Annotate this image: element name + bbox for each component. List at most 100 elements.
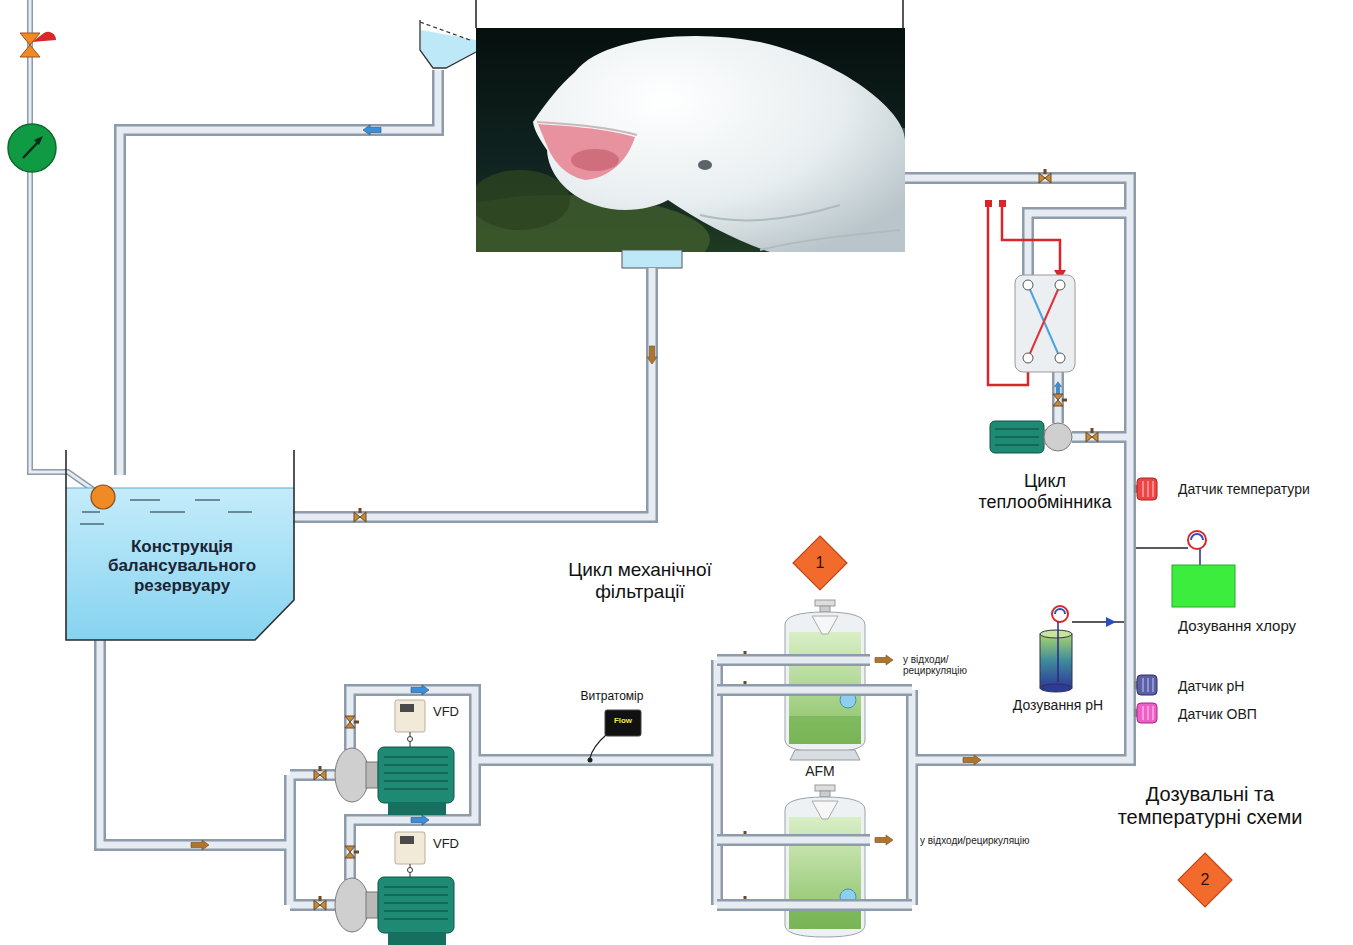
pool-photo <box>698 160 712 170</box>
pump-symbol <box>990 421 1044 453</box>
heat-exchanger-symbol <box>1028 285 1060 358</box>
afm-filter <box>815 600 835 606</box>
valve-symbol <box>314 169 1098 910</box>
valve-symbol <box>1086 428 1098 442</box>
filter-pipe-overlay <box>717 840 912 905</box>
main-drain <box>622 250 682 268</box>
vfd-drive-symbol <box>400 704 414 712</box>
waste-note: у відходи/рециркуляцію <box>920 835 1030 847</box>
pool-photo <box>571 149 619 171</box>
ph-dosing-symbol <box>1040 634 1072 688</box>
makeup-water-line <box>30 0 95 491</box>
callout-number: 2 <box>1201 871 1210 889</box>
float-valve-symbol <box>32 32 56 42</box>
sensor-label: Датчик pH <box>1178 678 1244 694</box>
afm-filter <box>785 612 865 752</box>
valve-symbol <box>314 766 326 780</box>
vfd-label: VFD <box>433 705 459 720</box>
chlorine-dosing-symbol <box>1191 534 1203 540</box>
chlorine-dosing-symbol <box>1188 531 1206 549</box>
vfd-label: VFD <box>433 837 459 852</box>
callout-diamond-shape <box>1178 853 1232 907</box>
pump-symbol <box>335 878 369 932</box>
media-label: AFM <box>805 763 835 779</box>
pump-symbol <box>1044 423 1072 451</box>
pool-photo <box>476 28 905 252</box>
vfd-drive-symbol <box>395 700 425 732</box>
flowmeter-symbol <box>588 758 593 763</box>
pump-symbol <box>384 887 448 919</box>
filter-pipe-overlay <box>717 840 912 905</box>
ph-sensor: Датчик pH <box>1131 672 1247 698</box>
pump-symbol <box>335 877 454 945</box>
makeup-water-line <box>30 0 95 491</box>
float-valve-symbol <box>20 33 40 57</box>
temperature-sensor: Датчик температури <box>1131 475 1313 503</box>
display-text: Flow <box>614 716 632 725</box>
float-valve-symbol <box>20 32 56 57</box>
tank-water <box>66 488 294 640</box>
valve-symbol <box>1053 394 1067 406</box>
sensor-symbol <box>1143 678 1153 692</box>
valve-symbol <box>354 508 366 522</box>
pool-wall <box>476 0 903 28</box>
afm-filter <box>785 600 865 760</box>
heat-exchanger-symbol <box>999 200 1006 207</box>
chlorine-dosing-symbol <box>1136 531 1235 607</box>
pipe <box>100 70 1130 905</box>
afm-filter <box>820 606 830 612</box>
sensor-symbol <box>1143 706 1153 720</box>
loop-title: Цикл теплообмінника <box>960 471 1130 512</box>
ph-dosing-symbol <box>1052 606 1068 622</box>
balance-tank: Конструкція балансувального резервуару <box>65 450 295 642</box>
loop-title: Цикл механічної фільтрації <box>540 559 740 603</box>
flow-arrow <box>875 655 893 665</box>
float-ball <box>91 485 115 509</box>
main-drain <box>622 250 682 268</box>
pipe <box>100 70 1130 905</box>
filter-pipe-overlay <box>717 660 912 690</box>
vfd-drive-symbol <box>400 836 414 844</box>
vfd-drive: VFD <box>392 697 462 735</box>
dosing-label: Дозування pH <box>1013 697 1103 713</box>
pump-symbol <box>366 762 378 788</box>
callout-number: 1 <box>816 554 825 572</box>
ph-dosing: Дозування pH <box>1010 627 1106 716</box>
vfd-drive-symbol <box>395 832 425 864</box>
sensor-symbol <box>1137 703 1157 723</box>
callout-diamond: 1 <box>792 535 848 591</box>
skimmer <box>420 22 470 40</box>
heat-exchanger-symbol <box>1023 353 1033 363</box>
ph-dosing-symbol <box>1055 609 1065 614</box>
afm-filter <box>789 716 861 744</box>
afm-filter <box>812 801 838 819</box>
sensor-symbol <box>1143 481 1153 497</box>
valve-symbol <box>345 716 359 728</box>
heat-exchanger-symbol <box>1055 280 1065 290</box>
pump-symbol <box>366 892 378 918</box>
chlorine-dosing: Дозування хлору <box>1169 562 1299 638</box>
sensor-symbol <box>1137 675 1157 695</box>
ph-dosing-symbol <box>1106 617 1116 627</box>
heat-exchanger-symbol <box>1015 275 1075 372</box>
ph-dosing-symbol <box>1040 630 1072 638</box>
ph-dosing-symbol <box>1072 621 1124 623</box>
valve-symbol <box>1039 169 1051 183</box>
vfd-drive: VFD <box>392 829 462 867</box>
sensor-label: Датчик ОВП <box>1178 706 1257 722</box>
sensor-symbol <box>1137 478 1157 500</box>
pressure-gauge <box>8 124 56 172</box>
flow-arrow <box>191 840 209 850</box>
afm-filter <box>785 797 865 937</box>
skimmer <box>420 20 476 68</box>
sensor-symbol <box>1134 478 1157 723</box>
heat-exchanger-symbol <box>985 200 1075 385</box>
pool-photo <box>538 124 635 180</box>
flow-arrow <box>191 125 1062 850</box>
vfd-drive-symbol <box>408 868 413 873</box>
pressure-gauge <box>34 136 43 145</box>
pool-photo <box>700 205 900 250</box>
pipe <box>100 70 1130 905</box>
tank-label: Конструкція балансувального резервуару <box>92 537 272 596</box>
